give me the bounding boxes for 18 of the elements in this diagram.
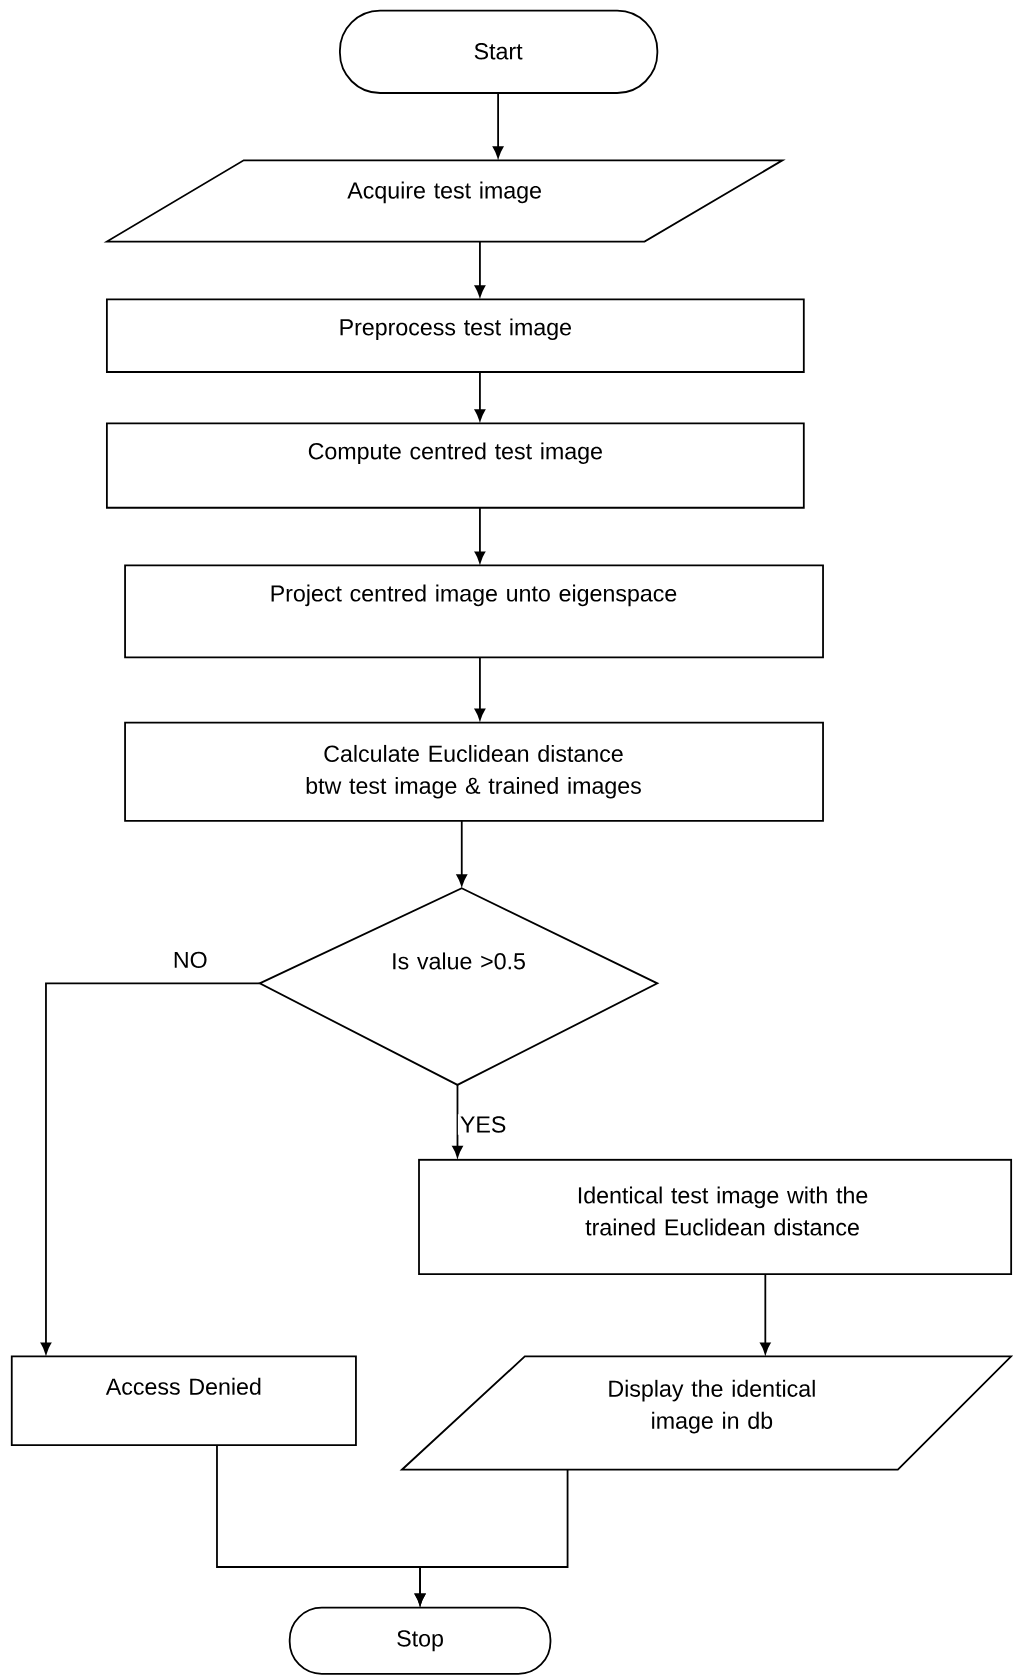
edge-label: NO [170, 949, 210, 971]
process-box: Access Denied [10, 1355, 357, 1447]
arrow [40, 982, 261, 1355]
arrow [474, 240, 485, 297]
arrow [452, 1084, 463, 1158]
arrow [492, 92, 504, 158]
process-box: Compute centred test image [105, 422, 805, 509]
process-box: Identical test image with the trained Euclidean distance [417, 1158, 1012, 1275]
arrow [474, 506, 485, 564]
arrow [759, 1273, 771, 1355]
process-box: Calculate Euclidean distance btw test image & trained images [124, 721, 824, 822]
arrow [456, 820, 467, 886]
process-box: Project centred image unto eigenspace [124, 564, 824, 659]
arrow [474, 371, 485, 421]
process-box: Preprocess test image [105, 298, 805, 373]
arrow [474, 656, 485, 721]
arrow [414, 1468, 569, 1606]
edge-label: YES [457, 1114, 509, 1135]
